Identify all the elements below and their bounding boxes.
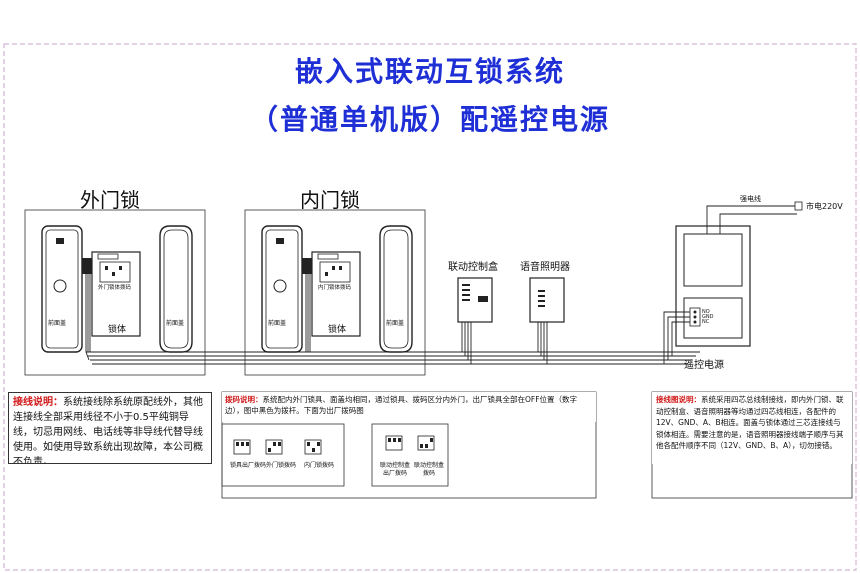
- inner-panel-knob-icon: [273, 279, 287, 293]
- inner-lock-body-label: 锁体: [328, 325, 347, 335]
- linkage-control-box: [457, 277, 493, 323]
- inner-connector: [302, 258, 312, 274]
- outer-panel-sensor-icon: [56, 238, 64, 244]
- remote-power-frame: [675, 225, 751, 347]
- power-transformer: [683, 233, 743, 287]
- outer-dip-switch: [99, 261, 131, 283]
- outer-dip-label: 外门锁体拨码: [98, 285, 132, 291]
- page-border: [3, 43, 857, 571]
- dip-inner-lock-icon: [304, 439, 322, 455]
- inner-front-panel: [261, 225, 303, 353]
- inner-back-panel-label: 前面盖: [386, 320, 405, 327]
- dip-note-heading: 拨码说明：: [225, 395, 263, 404]
- dip-outer-lock-caption: 外门锁拨码: [266, 462, 297, 469]
- outer-lock-heading: 外门锁: [80, 188, 140, 212]
- title-line-1: 嵌入式联动互锁系统: [294, 55, 565, 88]
- voice-light-unit: [529, 277, 565, 323]
- wiring-note-heading: 接线说明：: [13, 397, 63, 408]
- dip-outer-lock-icon: [265, 439, 283, 455]
- outer-lock-body: [91, 251, 141, 337]
- dip-lock-factory-caption: 锁具出厂拨码: [230, 462, 267, 469]
- inner-back-panel: [379, 225, 413, 353]
- linkage-box-label: 联动控制盒: [448, 262, 498, 273]
- wiring-note: 接线说明：系统接线除系统原配线外，其他连接线全部采用线径不小于0.5平纯铜导线，…: [8, 392, 212, 464]
- outer-lock-body-label: 锁体: [108, 325, 127, 335]
- terminal-nc-label: NC: [702, 319, 710, 325]
- mains-label: 市电220V: [806, 202, 843, 211]
- terminal-no-label: NO: [702, 309, 710, 315]
- diagram-note: 接线图说明：系统采用四芯总线制接线，即内外门锁、联动控制盒、语音照明器等均通过四…: [652, 392, 852, 464]
- linkage-dip-group: [371, 423, 449, 487]
- mains-plug-icon: [794, 201, 803, 211]
- strong-wire: [706, 205, 797, 234]
- inner-dip-label: 内门锁体拨码: [318, 285, 352, 291]
- voice-light-label: 语音照明器: [520, 262, 570, 273]
- inner-lock-heading: 内门锁: [300, 188, 360, 212]
- dip-linkage-factory-icon: [385, 435, 403, 451]
- dip-inner-lock-caption: 内门锁拨码: [304, 462, 335, 469]
- inner-panel-sensor-icon: [276, 238, 284, 244]
- dip-linkage-box-caption: 联动控制盒拨码: [414, 462, 445, 477]
- bus-wiring: [85, 274, 700, 365]
- dip-note-text: 系统配内外门锁具、面盖均相同，通过锁具、拨码区分内外门，出厂锁具全部在OFF位置…: [225, 395, 578, 415]
- lock-dip-group: [221, 423, 345, 487]
- outer-back-panel: [159, 225, 193, 353]
- outer-front-panel: [41, 225, 83, 353]
- terminal-gnd-label: GND: [702, 314, 714, 320]
- title-line-2: （普通单机版）配遥控电源: [249, 103, 610, 136]
- strong-wire-label: 强电线: [740, 195, 761, 203]
- outer-panel-knob-icon: [53, 279, 67, 293]
- outer-connector: [82, 258, 92, 274]
- inner-front-panel-label: 前面盖: [268, 320, 287, 327]
- dip-lock-factory-icon: [233, 439, 251, 455]
- remote-power-label: 遥控电源: [684, 360, 724, 371]
- dip-linkage-factory-caption: 联动控制盒出厂拨码: [379, 462, 410, 477]
- inner-lock-frame: [244, 209, 426, 376]
- outer-back-panel-label: 前面盖: [166, 320, 185, 327]
- dip-linkage-box-icon: [417, 435, 435, 451]
- diagram-note-heading: 接线图说明：: [656, 395, 701, 404]
- power-relay-module: [683, 297, 743, 339]
- diagram-note-text: 系统采用四芯总线制接线，即内外门锁、联动控制盒、语音照明器等均通过四芯线相连，各…: [656, 395, 844, 450]
- dip-note: 拨码说明：系统配内外门锁具、面盖均相同，通过锁具、拨码区分内外门，出厂锁具全部在…: [222, 392, 596, 422]
- wiring-note-text: 系统接线除系统原配线外，其他连接线全部采用线径不小于0.5平纯铜导线，切忌用网线…: [13, 397, 203, 464]
- inner-lock-body: [311, 251, 361, 337]
- outer-lock-frame: [24, 209, 206, 376]
- outer-front-panel-label: 前面盖: [48, 320, 67, 327]
- inner-dip-switch: [319, 261, 351, 283]
